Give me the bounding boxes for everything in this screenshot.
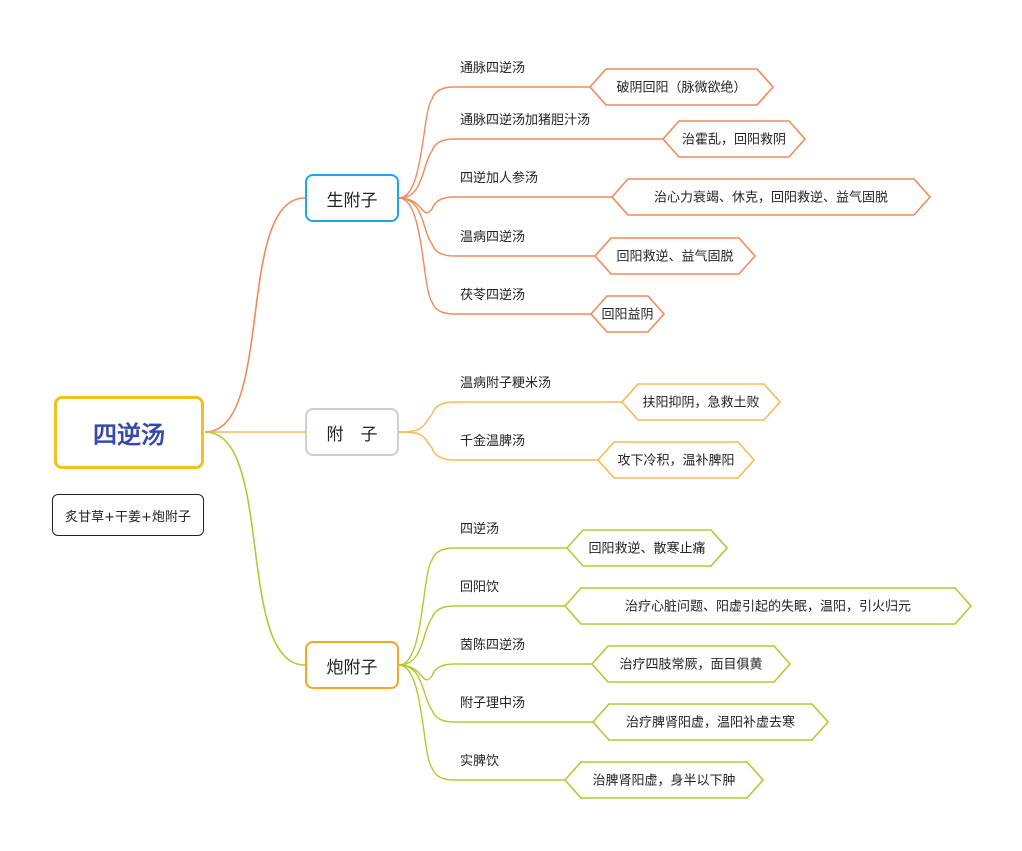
effect-node-shape [620,383,782,421]
branch-node-paofuzi[interactable]: 炮附子 [305,641,399,689]
effect-text: 治霍乱，回阳救阴 [682,132,786,148]
effect-node-shape [591,703,830,741]
formula-label[interactable]: 实脾饮 [460,754,500,769]
child-connector [398,138,663,199]
effect-node[interactable]: 破阴回阳（脉微欲绝） [588,68,775,106]
effect-text: 治疗脾肾阳虚，温阳补虚去寒 [626,715,795,731]
effect-text: 回阳益阴 [601,308,653,323]
root-node[interactable]: 四逆汤 [54,396,204,469]
child-connector [398,605,565,666]
effect-text: 回阳救逆、散寒止痛 [588,541,705,557]
formula-label[interactable]: 茵陈四逆汤 [460,638,526,653]
child-connector [398,86,590,199]
child-connector [398,197,595,257]
effect-node-shape [610,178,932,216]
effect-node[interactable]: 治心力衰竭、休克，回阳救逆、益气固脱 [610,178,932,216]
effect-node-shape [589,295,666,333]
formula-label[interactable]: 千金温脾汤 [460,434,526,449]
child-connector [398,664,565,781]
effect-text: 回阳救逆、益气固脱 [616,249,733,265]
child-connector [398,664,593,723]
effect-node[interactable]: 回阳救逆、散寒止痛 [565,529,729,567]
effect-node[interactable]: 治疗四肢常厥，面目俱黄 [590,645,792,683]
effect-text: 治疗心脏问题、阳虚引起的失眠，温阳，引火归元 [625,599,911,615]
effect-node[interactable]: 治霍乱，回阳救阴 [661,120,807,158]
formula-label[interactable]: 四逆汤 [460,522,500,537]
effect-node[interactable]: 扶阳抑阴，急救土败 [620,383,782,421]
formula-label[interactable]: 附子理中汤 [460,696,526,711]
effect-node[interactable]: 治疗心脏问题、阳虚引起的失眠，温阳，引火归元 [563,587,973,625]
effect-node[interactable]: 回阳救逆、益气固脱 [593,237,757,275]
child-connector [398,196,612,214]
effect-node[interactable]: 治脾肾阳虚，身半以下肿 [563,761,765,799]
effect-node-shape [563,587,973,625]
formula-label[interactable]: 温病四逆汤 [460,230,526,245]
branch-node-fuzi[interactable]: 附 子 [305,408,399,456]
effect-node[interactable]: 治疗脾肾阳虚，温阳补虚去寒 [591,703,830,741]
effect-node-shape [590,645,792,683]
effect-text: 破阴回阳（脉微欲绝） [616,80,746,96]
child-connector [398,431,598,461]
effect-text: 攻下冷积，温补脾阳 [617,454,734,469]
formula-label[interactable]: 温病附子粳米汤 [460,376,552,391]
child-connector [398,547,567,666]
effect-text: 治疗四肢常厥，面目俱黄 [619,657,762,673]
effect-text: 治心力衰竭、休克，回阳救逆、益气固脱 [654,190,888,206]
root-connector-shengfuzi [204,197,306,433]
effect-node[interactable]: 攻下冷积，温补脾阳 [596,441,756,479]
effect-node-shape [661,120,807,158]
formula-label[interactable]: 茯苓四逆汤 [460,288,526,303]
formula-label[interactable]: 通脉四逆汤 [460,61,526,76]
ingredients-note: 炙甘草+干姜+炮附子 [52,494,204,536]
formula-label[interactable]: 回阳饮 [460,580,500,595]
child-connector [398,197,591,315]
child-connector [398,401,622,433]
formula-label[interactable]: 通脉四逆汤加猪胆汁汤 [460,113,591,128]
effect-node-shape [588,68,775,106]
effect-text: 扶阳抑阴，急救土败 [642,395,759,411]
branch-node-shengfuzi[interactable]: 生附子 [305,174,399,222]
root-connector-paofuzi [204,431,306,666]
effect-node-shape [596,441,756,479]
effect-node-shape [593,237,757,275]
effect-node[interactable]: 回阳益阴 [589,295,666,333]
effect-node-shape [563,761,765,799]
effect-text: 治脾肾阳虚，身半以下肿 [592,773,735,789]
child-connector [398,663,592,681]
effect-node-shape [565,529,729,567]
formula-label[interactable]: 四逆加人参汤 [460,171,539,186]
